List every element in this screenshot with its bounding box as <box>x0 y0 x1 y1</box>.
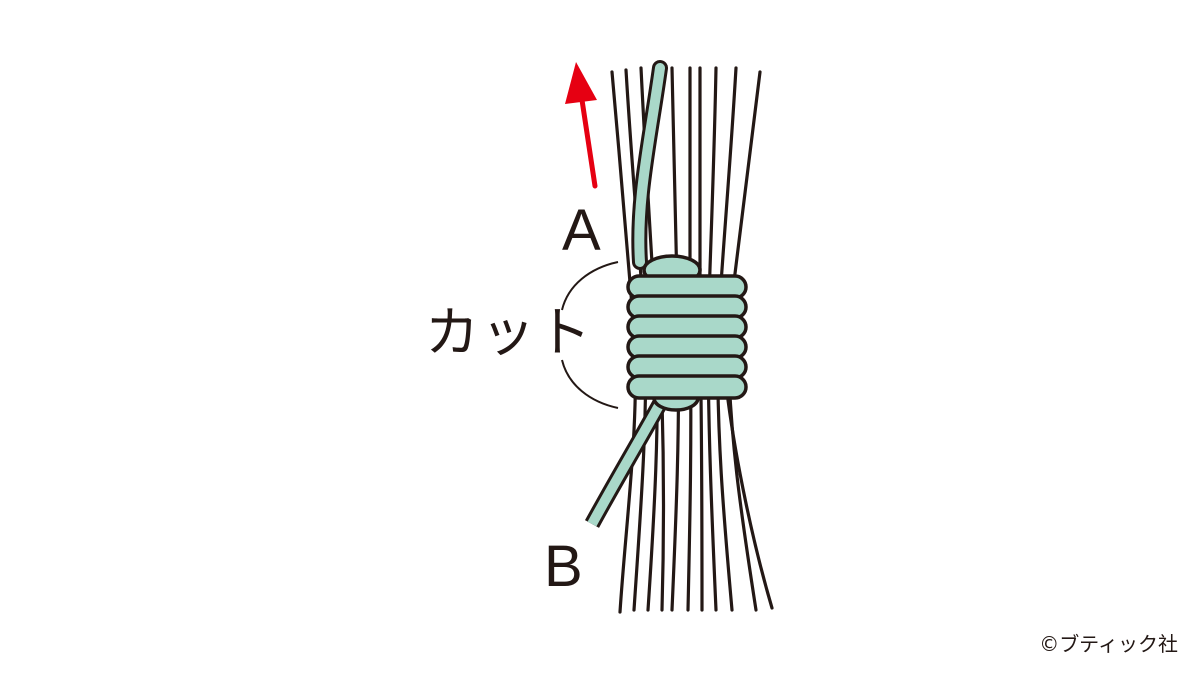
strand <box>660 398 666 612</box>
cord-end-a-fill <box>634 63 665 267</box>
coil-turn <box>626 374 748 400</box>
cut-label: カット <box>425 301 593 364</box>
label-b: B <box>544 534 583 599</box>
cord-end-b-fill <box>587 397 667 527</box>
cut-bracket-upper <box>561 261 619 311</box>
cut-bracket <box>561 261 619 409</box>
pull-arrow <box>565 62 598 189</box>
cut-bracket-lower <box>561 359 619 409</box>
label-a: A <box>562 198 601 263</box>
wrapped-coil <box>626 254 748 412</box>
arrow-head-icon <box>565 62 597 104</box>
arrow-shaft <box>579 97 598 189</box>
copyright-notice: ©ブティック社 <box>1039 632 1178 656</box>
strand <box>726 398 774 610</box>
